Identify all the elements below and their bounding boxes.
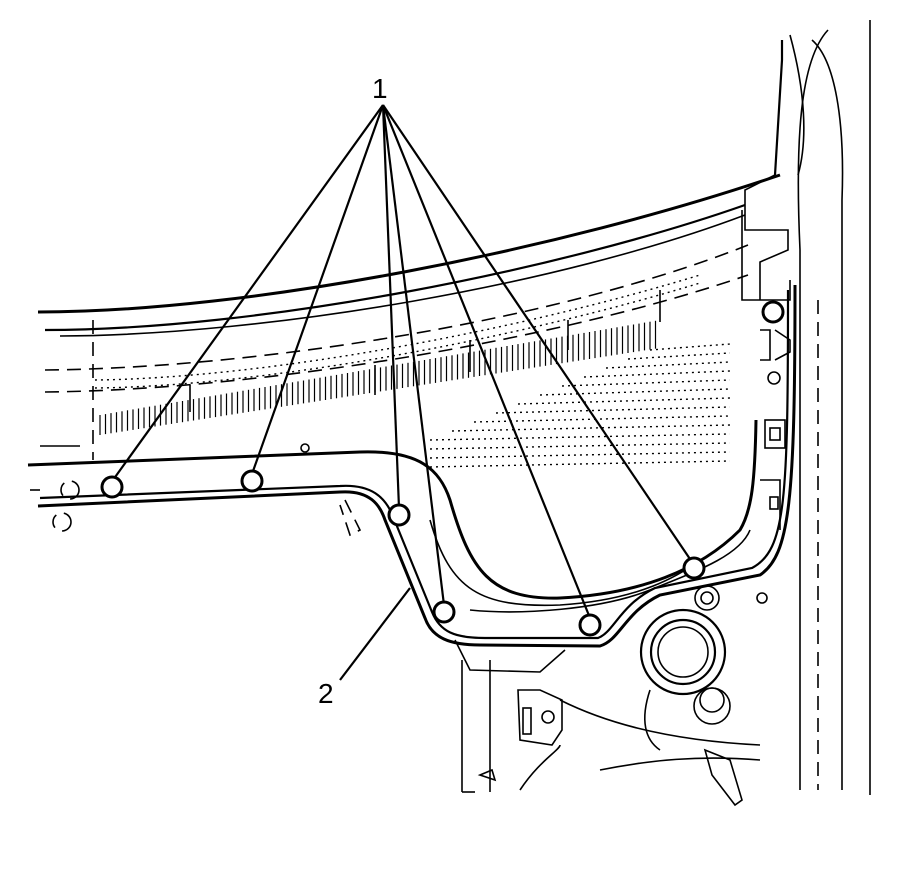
mesh-line	[627, 352, 731, 360]
callout-1-leaders	[112, 104, 693, 619]
mesh-line	[583, 370, 731, 378]
fastener-2	[240, 469, 264, 493]
fastener-3	[387, 503, 411, 527]
cowl-vent-grille	[99, 320, 657, 435]
cowl-screen-mesh	[429, 343, 731, 468]
mesh-line	[605, 361, 731, 369]
callout-label-1: 1	[372, 73, 388, 104]
fastener-1	[100, 475, 124, 499]
mesh-line	[561, 379, 731, 387]
a-pillar-structure	[741, 20, 871, 795]
mesh-line	[429, 460, 731, 468]
fastener-4	[432, 600, 456, 624]
mesh-line	[517, 397, 731, 405]
cowl-fasteners	[100, 300, 785, 637]
fastener-6	[682, 556, 706, 580]
callout-label-2: 2	[318, 678, 334, 709]
fastener-7	[761, 300, 785, 324]
mesh-line	[649, 343, 731, 351]
mesh-line	[495, 406, 731, 414]
mesh-line	[539, 388, 731, 396]
mesh-line	[429, 442, 731, 450]
mesh-line	[451, 424, 731, 432]
cowl-panel	[27, 284, 797, 648]
fastener-5	[578, 613, 602, 637]
callout-2-leader	[339, 587, 411, 681]
mesh-line	[429, 451, 731, 459]
mesh-line	[429, 433, 731, 441]
lower-body-structure	[454, 585, 768, 807]
mesh-line	[473, 415, 731, 423]
